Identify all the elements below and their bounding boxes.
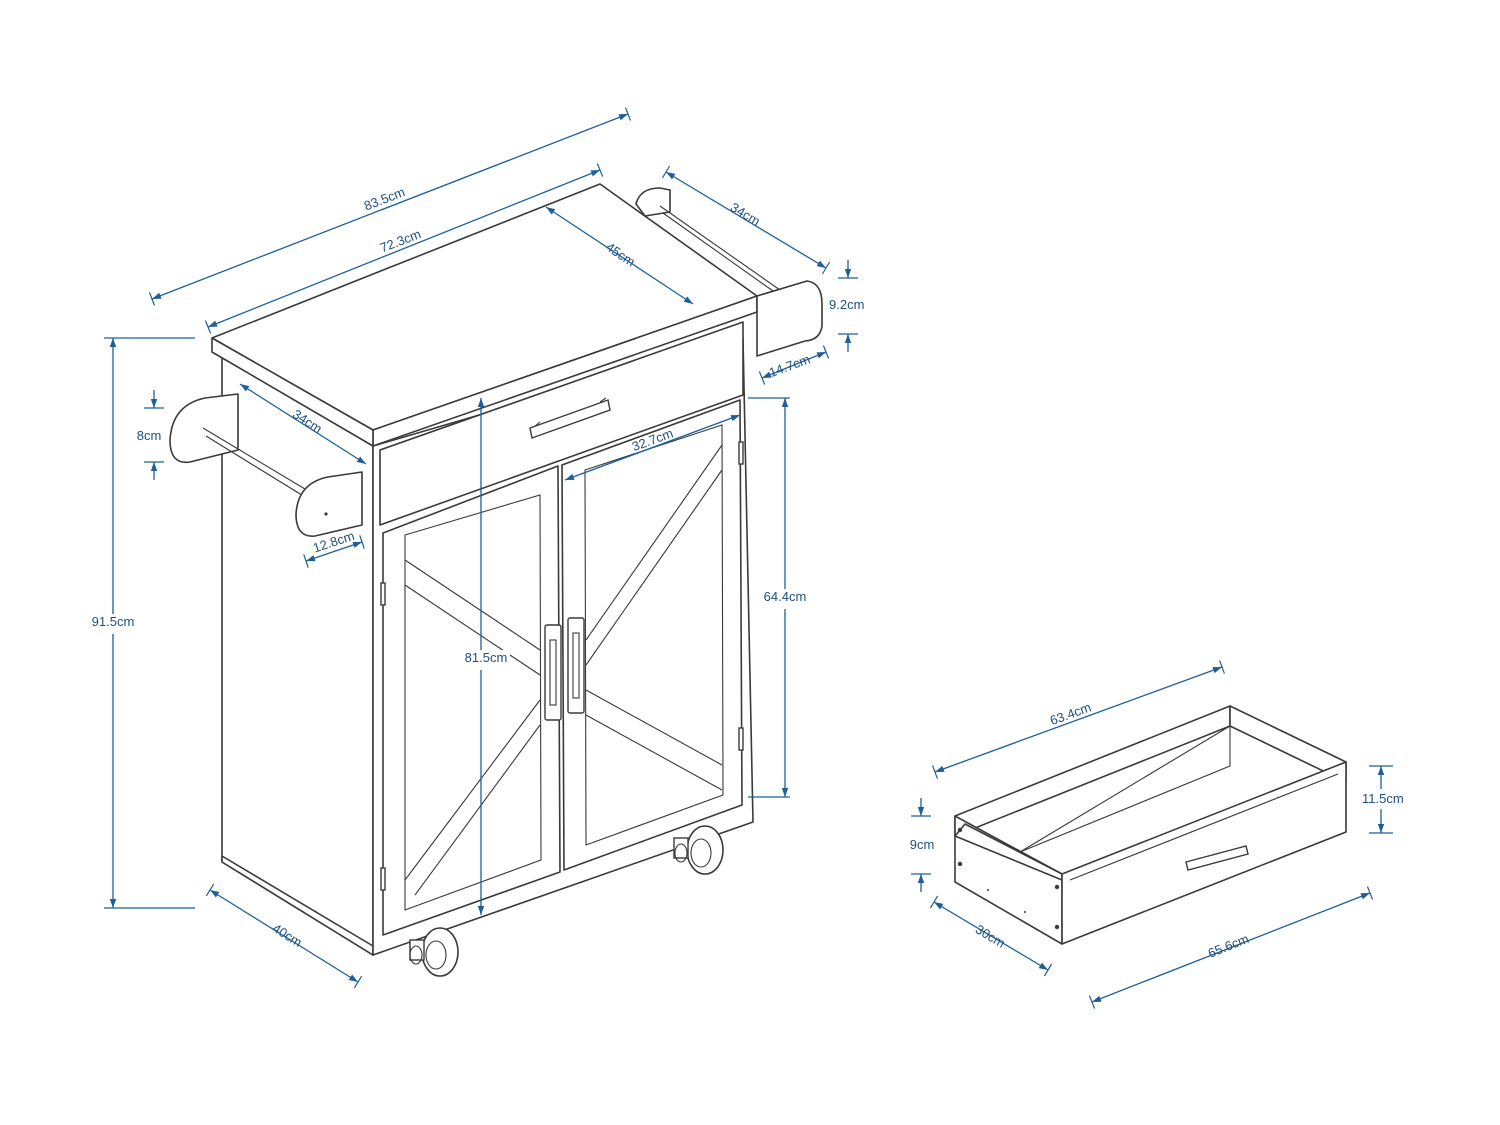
kitchen-cart [169, 183, 823, 977]
left-door-handle-icon[interactable] [544, 624, 562, 721]
dimension-label: 91.5cm [92, 614, 135, 629]
dimension-cabinet-height: 81.5cm [462, 398, 510, 915]
dimension-label: 8cm [137, 428, 162, 443]
right-towel-bar[interactable] [635, 187, 823, 357]
dimension-label: 30cm [973, 922, 1008, 951]
hinge-icon [738, 727, 744, 751]
dimension-side-bar-height: 9.2cm [829, 260, 864, 352]
cart-right-door[interactable] [561, 399, 743, 871]
dimension-drawer-side-height: 9cm [910, 798, 935, 892]
cart-top-side-edge [211, 337, 374, 447]
dimension-label: 63.4cm [1048, 699, 1093, 728]
hinge-icon [380, 867, 386, 891]
drawer-handle-icon[interactable] [529, 397, 611, 439]
right-door-handle-icon[interactable] [567, 617, 585, 714]
caster-wheel-icon [673, 825, 724, 875]
dimension-drawer-width: 63.4cm [932, 660, 1225, 779]
hinge-icon [738, 441, 744, 465]
dimension-drawer-height: 11.5cm [1362, 765, 1404, 834]
left-door-cross-brace [404, 559, 541, 896]
dimension-label: 40cm [270, 920, 305, 950]
cart-left-door[interactable] [382, 465, 561, 936]
dimension-label: 9.2cm [829, 297, 864, 312]
drawer-back-panel [954, 705, 1231, 837]
dimension-label: 9cm [910, 837, 935, 852]
dimension-label: 34cm [728, 200, 763, 229]
dimension-label: 14.7cm [767, 351, 812, 380]
dimension-overall-height: 91.5cm [89, 337, 195, 909]
drawer-front-panel [1061, 761, 1347, 945]
dimension-door-height: 64.4cm [748, 397, 809, 798]
cart-side-panel [221, 355, 374, 956]
hinge-icon [380, 582, 386, 606]
dimension-label: 65.6cm [1206, 931, 1251, 961]
dimension-label: 72.3cm [378, 226, 423, 255]
left-towel-bar[interactable] [169, 393, 363, 537]
dimension-label: 81.5cm [465, 650, 508, 665]
drawer-box-handle-icon[interactable] [1185, 845, 1249, 871]
dimension-label: 64.4cm [764, 589, 807, 604]
drawer-box [954, 705, 1347, 945]
dimension-left-bar-height: 8cm [137, 390, 164, 480]
right-door-cross-brace [585, 444, 723, 791]
dimension-label: 11.5cm [1362, 791, 1404, 806]
caster-wheel-icon [409, 927, 459, 977]
